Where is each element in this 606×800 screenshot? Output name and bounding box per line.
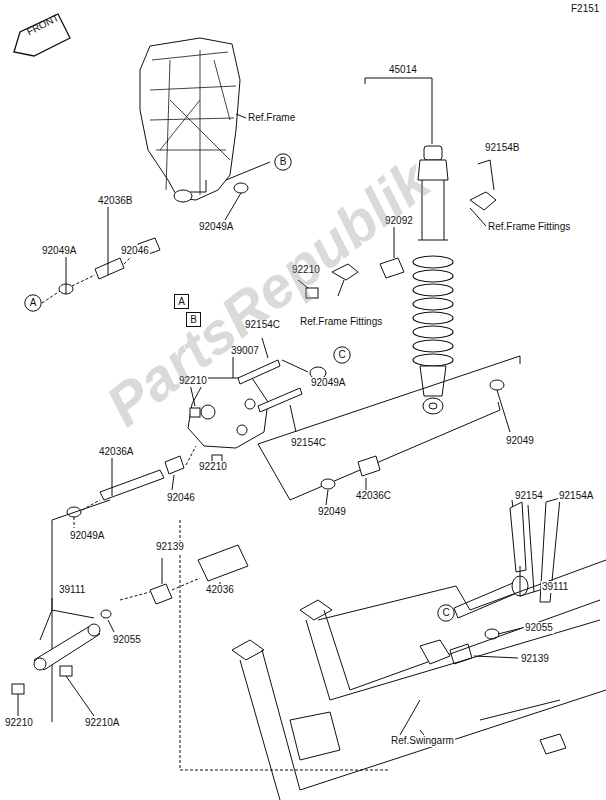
callout-number: 92055	[524, 622, 554, 634]
reference-circle: C	[333, 346, 351, 364]
circle-outline	[438, 605, 454, 621]
callout-number: 92210	[4, 717, 34, 729]
callout-number: 92154	[514, 490, 544, 502]
reference-letter: C	[442, 607, 449, 619]
callout-number: 42036A	[98, 446, 134, 458]
reference-circle: A	[24, 294, 42, 312]
reference-circle: C	[437, 604, 455, 622]
circle-outline	[25, 295, 41, 311]
callout-number: 92154C	[290, 437, 327, 449]
callout-number: 92046	[166, 492, 196, 504]
callout-number: 45014	[388, 64, 418, 76]
callout-number: 39111	[541, 581, 569, 593]
circle-outline	[275, 154, 291, 170]
reference-letter: B	[280, 156, 287, 168]
callout-number: 92046	[120, 245, 150, 257]
callout-number: 92049A	[41, 245, 77, 257]
callout-number: 92049A	[198, 221, 234, 233]
callout-number: 92139	[520, 653, 550, 665]
reference-letter: A	[178, 296, 185, 308]
box-outline	[175, 295, 189, 309]
callout-number: 92049	[505, 435, 535, 447]
callout-number: 92210	[198, 461, 228, 473]
reference-letter: C	[338, 349, 345, 361]
callout-number: 92139	[155, 541, 185, 553]
callout-number: 92055	[112, 634, 142, 646]
callout-number: 92049A	[69, 530, 105, 542]
callout-number: 92049	[317, 506, 347, 518]
callout-number: Ref.Swingarm	[390, 735, 455, 747]
callout-number: 39111	[58, 584, 86, 596]
callout-number: 92154B	[484, 142, 520, 154]
callout-number: F2151	[570, 3, 600, 15]
callout-number: Ref.Frame Fittings	[487, 221, 571, 233]
reference-box: A	[174, 294, 189, 309]
reference-circle: B	[274, 153, 292, 171]
circle-outline	[334, 347, 350, 363]
callout-number: 92049A	[310, 377, 346, 389]
callout-number: 42036B	[97, 195, 133, 207]
callout-number: 92154A	[558, 490, 594, 502]
reference-letter: A	[30, 297, 37, 309]
callout-number: Ref.Frame	[247, 112, 296, 124]
callout-number: 42036	[205, 584, 235, 596]
callout-number: 42036C	[355, 490, 392, 502]
watermark: PartsRepublik	[95, 149, 441, 438]
callout-number: Ref.Frame Fittings	[299, 316, 383, 328]
callout-number: 92210A	[84, 717, 120, 729]
